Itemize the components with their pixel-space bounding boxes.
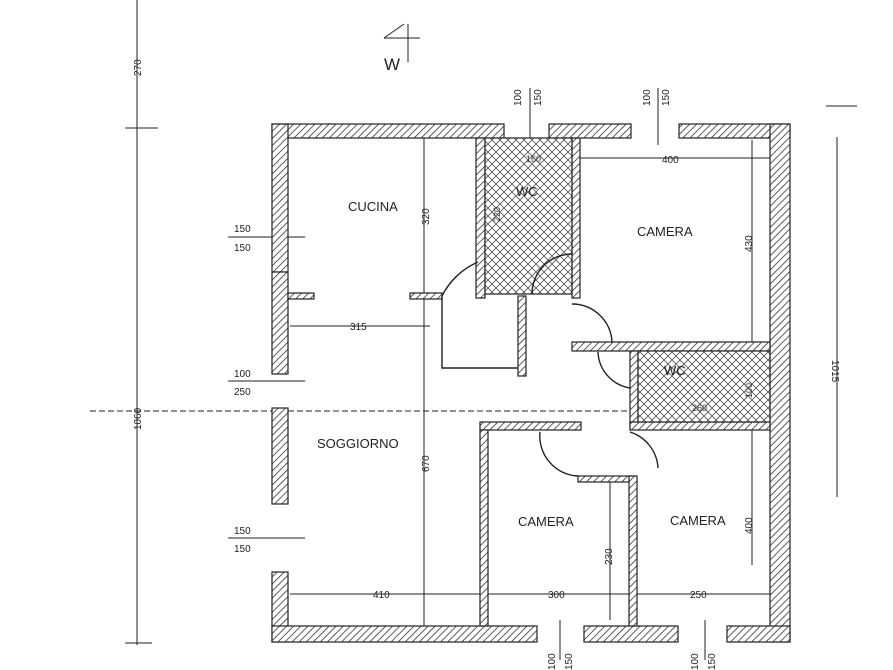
win-left-3b: 150 xyxy=(234,544,251,555)
dim-camera-br-h: 400 xyxy=(744,517,755,534)
win-left-2b: 250 xyxy=(234,387,251,398)
win-bottom-2a: 100 xyxy=(690,653,701,670)
room-camera-bottom-right: CAMERA xyxy=(670,513,726,528)
room-camera-top: CAMERA xyxy=(637,224,693,239)
win-left-1b: 150 xyxy=(234,243,251,254)
win-bottom-2b: 150 xyxy=(707,653,718,670)
dim-right-total: 1015 xyxy=(829,360,840,383)
dim-camera-bl-h: 230 xyxy=(604,548,615,565)
dim-camera-top-h: 430 xyxy=(744,235,755,252)
dim-camera-top-w: 400 xyxy=(662,155,679,166)
win-left-1a: 150 xyxy=(234,224,251,235)
win-bottom-1a: 100 xyxy=(547,653,558,670)
dim-left-top: 270 xyxy=(133,59,144,76)
dim-wc-mid-h: 100 xyxy=(744,383,754,398)
win-top-2b: 150 xyxy=(661,89,672,106)
room-labels: CUCINA WC CAMERA WC SOGGIORNO CAMERA CAM… xyxy=(317,184,726,529)
room-cucina: CUCINA xyxy=(348,199,398,214)
win-top-1b: 150 xyxy=(533,89,544,106)
wc-top-area xyxy=(484,137,573,295)
win-left-3a: 150 xyxy=(234,526,251,537)
wc-mid-area xyxy=(637,350,771,423)
room-soggiorno: SOGGIORNO xyxy=(317,436,399,451)
door-storage xyxy=(441,296,518,369)
room-camera-bottom-left: CAMERA xyxy=(518,514,574,529)
dim-wc-top-h: 220 xyxy=(492,207,502,222)
dim-wc-mid-w: 260 xyxy=(692,403,707,413)
north-arrow-icon: W xyxy=(383,23,420,74)
dim-soggiorno-w: 410 xyxy=(373,590,390,601)
dim-cucina-h: 320 xyxy=(421,208,432,225)
doors xyxy=(441,253,659,477)
win-top-1a: 100 xyxy=(513,89,524,106)
dim-camera-br-w: 250 xyxy=(690,590,707,601)
dimension-lines xyxy=(90,0,857,645)
dimension-texts: 1060 270 1015 320 670 430 400 315 410 30… xyxy=(133,59,840,601)
dim-soggiorno-h: 670 xyxy=(421,455,432,472)
win-bottom-1b: 150 xyxy=(564,653,575,670)
window-dimension-texts: 150 150 100 250 150 150 100 150 100 150 … xyxy=(234,89,718,670)
win-top-2a: 100 xyxy=(642,89,653,106)
bathrooms xyxy=(484,137,771,423)
outer-walls xyxy=(271,123,791,643)
north-label: W xyxy=(384,55,400,74)
room-wc-top: WC xyxy=(516,184,538,199)
win-left-2a: 100 xyxy=(234,369,251,380)
dim-left-total: 1060 xyxy=(133,407,144,430)
dim-camera-bl-w: 300 xyxy=(548,590,565,601)
room-wc-mid: WC xyxy=(664,363,686,378)
window-marks xyxy=(228,88,706,660)
interior-walls xyxy=(287,137,771,627)
dim-cucina-w: 315 xyxy=(350,322,367,333)
dim-wc-top-w: 160 xyxy=(526,154,541,164)
